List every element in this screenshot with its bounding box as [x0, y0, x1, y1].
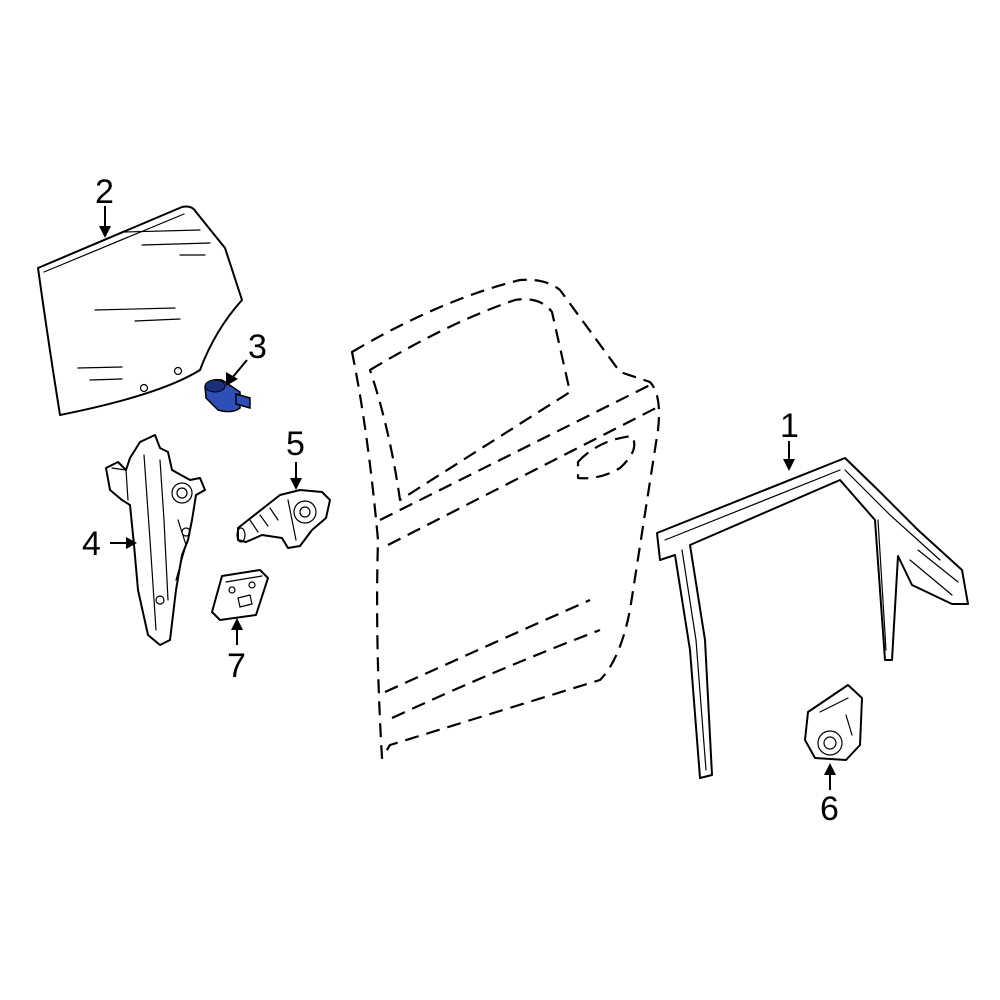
part-window-motor[interactable] — [236, 489, 331, 549]
callout-5: 5 — [286, 425, 305, 463]
callout-arrows — [99, 206, 836, 790]
callout-4: 4 — [82, 525, 101, 563]
part-door-glass[interactable] — [37, 205, 243, 416]
door-shell-outline — [350, 278, 661, 760]
part-door-frame[interactable] — [656, 457, 969, 779]
callout-3: 3 — [248, 328, 267, 366]
part-bracket[interactable] — [804, 684, 863, 761]
callout-6: 6 — [820, 790, 839, 828]
callout-1: 1 — [780, 407, 799, 445]
callout-2: 2 — [95, 173, 114, 211]
callout-7: 7 — [227, 647, 246, 685]
part-connector-clip[interactable] — [204, 378, 251, 413]
part-window-regulator[interactable] — [105, 434, 206, 646]
part-control-module[interactable] — [211, 569, 269, 621]
